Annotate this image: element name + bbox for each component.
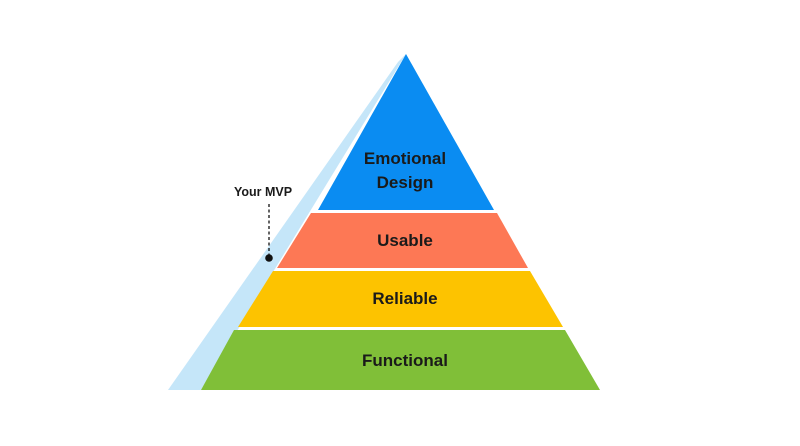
layer-label-emotional-design: Emotional xyxy=(364,149,446,168)
layer-usable xyxy=(277,213,528,268)
mvp-slice xyxy=(168,54,406,390)
layer-label-usable: Usable xyxy=(377,231,433,250)
layer-functional xyxy=(201,330,600,390)
layer-reliable xyxy=(238,271,563,327)
mvp-marker-dot xyxy=(265,254,273,262)
layer-label-emotional-design-line2: Design xyxy=(377,173,434,192)
layer-label-reliable: Reliable xyxy=(372,289,437,308)
layer-emotional-design xyxy=(318,54,494,210)
layer-label-functional: Functional xyxy=(362,351,448,370)
mvp-callout-label: Your MVP xyxy=(234,185,292,199)
